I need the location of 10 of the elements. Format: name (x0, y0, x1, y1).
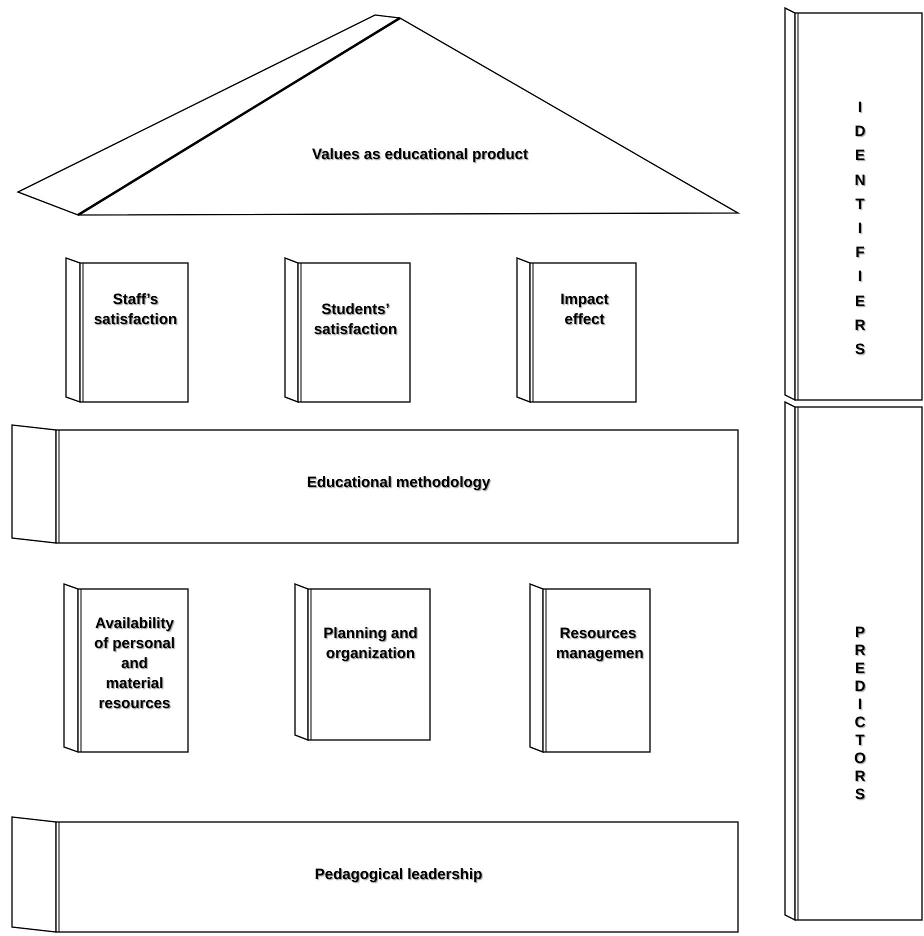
box-label: Pedagogical leadership (314, 865, 484, 885)
box-label: Students’ satisfaction (312, 300, 398, 340)
box-label: Planning and organization (322, 624, 419, 664)
box-label: Values as educational product (311, 145, 529, 165)
vertical-label: IDENTIFIERS (854, 98, 866, 360)
vertical-label: PREDICTORS (854, 624, 866, 804)
box-label: Availability of personal and material resources (93, 614, 176, 714)
box-label: Staff’s satisfaction (93, 290, 178, 330)
box-label: Impact effect (559, 290, 610, 330)
box-label: Educational methodology (306, 473, 492, 493)
